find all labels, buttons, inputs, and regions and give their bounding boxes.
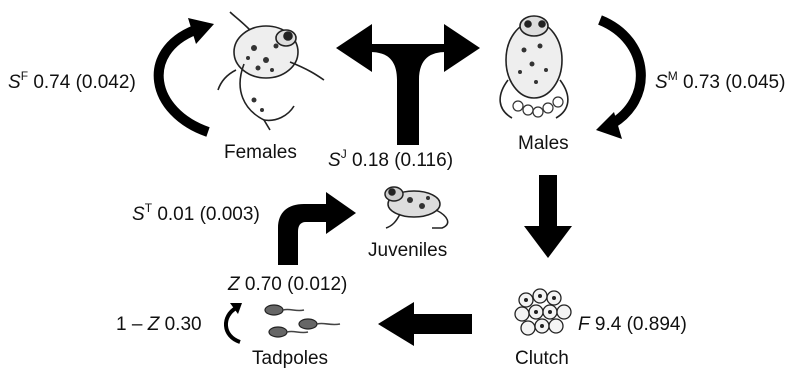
fecundity-symbol: F	[578, 314, 590, 335]
one-minus-z-label: 1 – Z 0.30	[116, 314, 202, 336]
female-survival-value: 0.74 (0.042)	[33, 72, 135, 93]
juvenile-survival-superscript: J	[341, 147, 347, 161]
z-rate-symbol: Z	[228, 274, 240, 295]
one-minus-z-prefix: 1 –	[116, 314, 148, 335]
stage-label-clutch: Clutch	[515, 348, 569, 370]
juvenile-split-arrow	[336, 24, 480, 145]
clutch-to-tadpoles-arrow	[378, 302, 472, 346]
juvenile-frog-icon	[376, 178, 466, 232]
stage-label-males: Males	[518, 133, 569, 155]
z-rate-label: Z 0.70 (0.012)	[228, 274, 347, 296]
female-frog-icon	[214, 10, 334, 138]
tadpole-survival-superscript: T	[145, 201, 152, 215]
stage-label-juveniles: Juveniles	[368, 240, 447, 262]
fecundity-value: 9.4 (0.894)	[595, 314, 687, 335]
tadpoles-icon	[258, 298, 342, 344]
male-frog-icon	[488, 10, 584, 126]
male-survival-label: SM 0.73 (0.045)	[655, 72, 785, 94]
juvenile-survival-symbol: S	[328, 150, 341, 171]
one-minus-z-symbol: Z	[148, 314, 160, 335]
z-rate-value: 0.70 (0.012)	[245, 274, 347, 295]
stage-label-tadpoles: Tadpoles	[252, 348, 328, 370]
juvenile-survival-label: SJ 0.18 (0.116)	[328, 150, 453, 172]
clutch-eggs-icon	[512, 286, 574, 340]
female-survival-arrow	[159, 18, 214, 132]
tadpole-self-loop-arrow	[226, 303, 242, 342]
tadpoles-to-juveniles-arrow	[278, 192, 356, 265]
stage-label-females: Females	[224, 142, 297, 164]
tadpole-survival-value: 0.01 (0.003)	[157, 204, 259, 225]
male-survival-superscript: M	[668, 69, 678, 83]
tadpole-survival-symbol: S	[132, 204, 145, 225]
male-to-clutch-arrow	[524, 175, 572, 258]
juvenile-survival-value: 0.18 (0.116)	[352, 150, 453, 171]
female-survival-superscript: F	[21, 69, 28, 83]
one-minus-z-value: 0.30	[165, 314, 202, 335]
fecundity-label: F 9.4 (0.894)	[578, 314, 687, 336]
male-survival-value: 0.73 (0.045)	[683, 72, 785, 93]
male-survival-symbol: S	[655, 72, 668, 93]
tadpole-survival-label: ST 0.01 (0.003)	[132, 204, 260, 226]
female-survival-label: SF 0.74 (0.042)	[8, 72, 136, 94]
female-survival-symbol: S	[8, 72, 21, 93]
male-survival-arrow	[596, 20, 641, 139]
